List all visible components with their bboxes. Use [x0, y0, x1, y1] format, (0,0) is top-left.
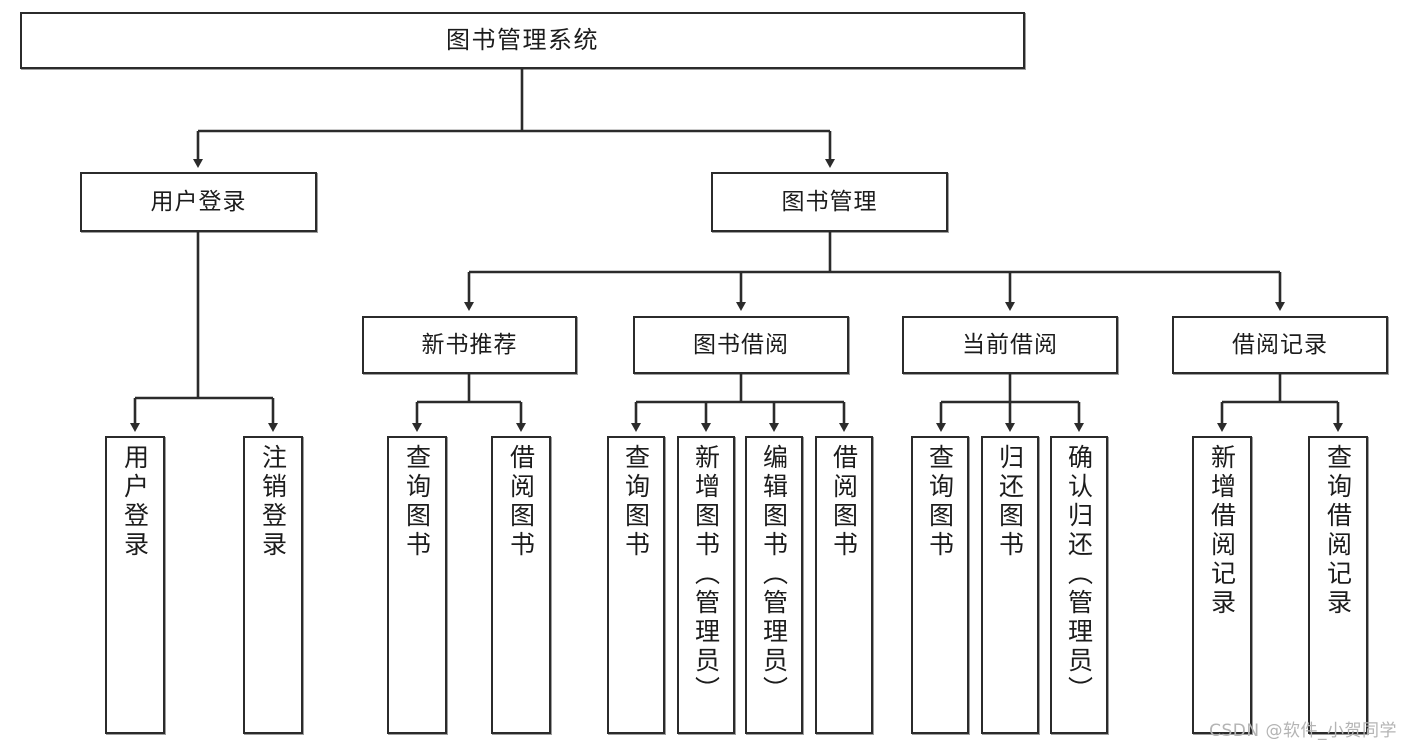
node-label: 新增图书（管理员） — [691, 444, 721, 705]
node-label: 图书管理 — [781, 188, 878, 215]
leaf-user-login-logout[interactable]: 注销登录 — [243, 436, 303, 734]
leaf-current-borrow-return-book[interactable]: 归还图书 — [981, 436, 1039, 734]
node-label: 新书推荐 — [421, 331, 518, 358]
node-label: 当前借阅 — [962, 331, 1058, 358]
node-label: 图书管理系统 — [446, 25, 599, 54]
leaf-new-book-query-book[interactable]: 查询图书 — [387, 436, 447, 734]
leaf-borrow-record-query-record[interactable]: 查询借阅记录 — [1308, 436, 1368, 734]
node-label: 借阅记录 — [1232, 331, 1328, 358]
leaf-book-borrow-add-book-admin[interactable]: 新增图书（管理员） — [677, 436, 735, 734]
node-label: 用户登录 — [150, 188, 247, 215]
node-label: 用户登录 — [120, 444, 150, 560]
node-label: 归还图书 — [995, 444, 1025, 560]
leaf-current-borrow-confirm-return-admin[interactable]: 确认归还（管理员） — [1050, 436, 1108, 734]
leaf-book-borrow-borrow-book[interactable]: 借阅图书 — [815, 436, 873, 734]
leaf-book-borrow-query-book[interactable]: 查询图书 — [607, 436, 665, 734]
node-label: 查询借阅记录 — [1323, 444, 1353, 618]
node-current-borrowing[interactable]: 当前借阅 — [902, 316, 1118, 374]
node-book-management[interactable]: 图书管理 — [711, 172, 948, 232]
node-label: 确认归还（管理员） — [1064, 444, 1094, 705]
node-new-book-recommendation[interactable]: 新书推荐 — [362, 316, 577, 374]
leaf-borrow-record-add-record[interactable]: 新增借阅记录 — [1192, 436, 1252, 734]
node-label: 图书借阅 — [693, 331, 789, 358]
leaf-current-borrow-query-book[interactable]: 查询图书 — [911, 436, 969, 734]
node-book-borrowing[interactable]: 图书借阅 — [633, 316, 849, 374]
node-label: 借阅图书 — [829, 444, 859, 560]
node-borrowing-records[interactable]: 借阅记录 — [1172, 316, 1388, 374]
leaf-book-borrow-edit-book-admin[interactable]: 编辑图书（管理员） — [745, 436, 803, 734]
leaf-new-book-borrow-book[interactable]: 借阅图书 — [491, 436, 551, 734]
node-root-book-management-system[interactable]: 图书管理系统 — [20, 12, 1025, 69]
node-label: 查询图书 — [402, 444, 432, 560]
node-label: 借阅图书 — [506, 444, 536, 560]
node-label: 注销登录 — [258, 444, 288, 560]
node-label: 查询图书 — [925, 444, 955, 560]
leaf-user-login-login[interactable]: 用户登录 — [105, 436, 165, 734]
node-label: 新增借阅记录 — [1207, 444, 1237, 618]
node-user-login[interactable]: 用户登录 — [80, 172, 317, 232]
node-label: 编辑图书（管理员） — [759, 444, 789, 705]
node-label: 查询图书 — [621, 444, 651, 560]
watermark: CSDN @软件_小贺同学 — [1209, 721, 1397, 741]
